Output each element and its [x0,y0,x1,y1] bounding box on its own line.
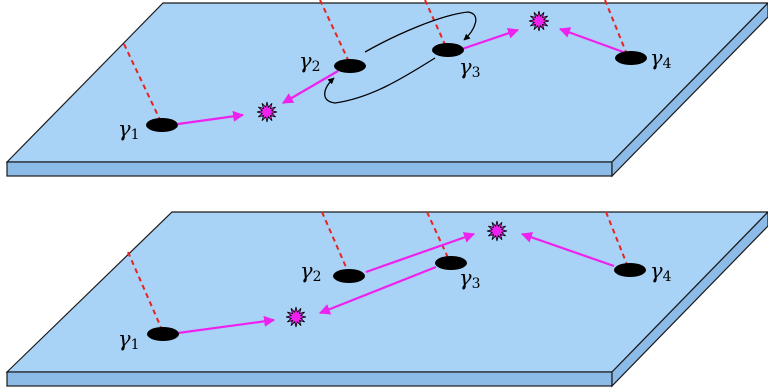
arrow-3-to-star [318,265,437,315]
plate-front-edge [6,161,613,177]
panel-top: γ1 γ2 γ3 γ4 [5,0,768,178]
dashed-line-1 [127,251,164,333]
label-gamma-3: γ3 [459,266,480,292]
dashed-line-4 [604,0,629,58]
braid-arc-upper [364,11,477,53]
anyon-gamma-1 [147,327,179,341]
anyon-gamma-4 [614,263,646,277]
arrow-1-to-star [177,315,276,335]
fusion-star-left [285,306,307,328]
arrow-2-to-star [365,232,476,274]
anyon-gamma-4 [615,51,647,65]
anyon-gamma-2 [334,59,366,73]
arrow-3-to-star [461,27,520,51]
label-gamma-2: γ2 [299,49,320,75]
arrow-2-to-star [282,70,339,104]
anyon-gamma-3 [432,43,464,57]
dashed-line-2 [319,0,351,65]
dashed-line-3 [426,211,451,263]
label-gamma-1: γ1 [118,327,139,353]
label-gamma-2: γ2 [300,259,321,285]
anyon-gamma-3 [435,256,467,270]
arrow-4-to-star [558,27,627,55]
label-gamma-3: γ3 [459,55,480,81]
dashed-line-4 [605,211,629,268]
label-gamma-1: γ1 [118,117,139,143]
panel-bottom: γ1 γ2 γ3 γ4 [5,211,768,388]
fusion-star-left [256,101,278,123]
anyon-gamma-2 [333,269,365,283]
dashed-line-1 [123,43,163,125]
label-gamma-4: γ4 [650,259,672,285]
plate-front-edge [6,371,613,387]
plate-side-edge [611,211,768,388]
fusion-star-right [528,10,550,32]
dashed-line-2 [321,211,350,275]
plate-side-edge [611,2,768,178]
arrow-4-to-star [520,232,615,268]
anyon-gamma-1 [146,118,178,132]
fusion-star-right [486,220,508,242]
label-gamma-4: γ4 [650,46,672,72]
arrow-1-to-star [177,110,245,126]
braid-arc-lower [324,57,436,104]
